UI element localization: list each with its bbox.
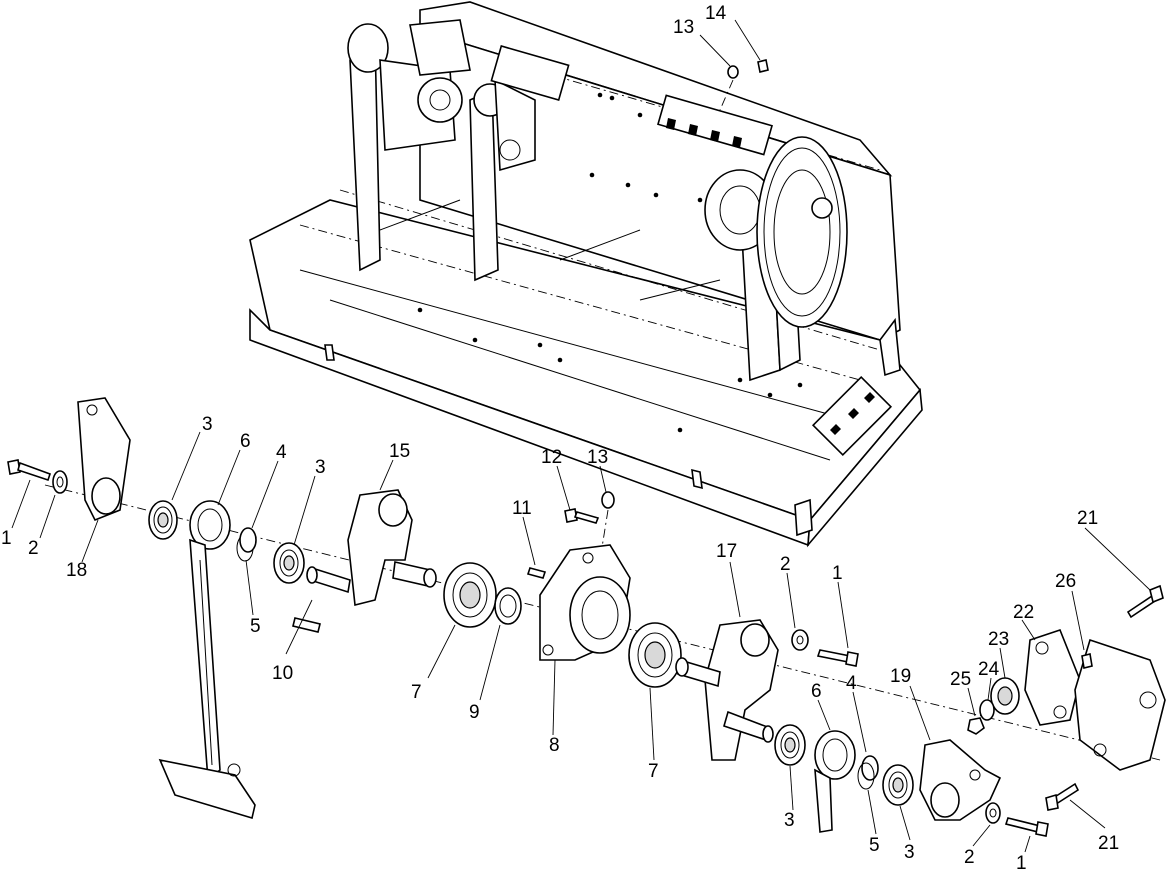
callout-6-arm: 6	[240, 431, 251, 452]
seal-part-4	[239, 527, 257, 553]
bolt-part-21	[1126, 584, 1164, 619]
callout-7-bearing: 7	[411, 682, 422, 703]
callout-2-left-washer: 2	[28, 538, 39, 559]
callout-6-arm-b: 6	[811, 681, 822, 702]
frame-assembly	[249, 1, 923, 548]
callout-10-key: 10	[272, 663, 293, 684]
pin-part-26	[1081, 653, 1093, 669]
callout-12-bolt: 12	[541, 447, 562, 468]
seal-part-4b	[861, 755, 879, 781]
spacer-part-9	[494, 587, 522, 625]
callout-8-housing: 8	[549, 735, 560, 756]
cover-part-21	[1074, 638, 1166, 771]
ring-part-5b	[857, 762, 875, 790]
callout-4-seal: 4	[276, 442, 287, 463]
damper-part-23	[990, 677, 1020, 715]
arm-part-6	[158, 500, 256, 820]
callout-18-bracket: 18	[66, 560, 87, 581]
warning-decal-strip	[657, 94, 773, 156]
callout-21-bolt-b: 21	[1098, 833, 1119, 854]
callout-25-nut: 25	[950, 669, 971, 690]
callout-1-left-bolt: 1	[1, 528, 12, 549]
callout-19-bracket: 19	[890, 666, 911, 687]
bolt-part-14	[757, 59, 769, 73]
callout-3-bearing-d: 3	[904, 842, 915, 863]
bearing-part-3c	[774, 724, 806, 766]
callout-17-crank: 17	[716, 541, 737, 562]
bearing-part-3b	[273, 542, 305, 584]
callout-26-pin: 26	[1055, 571, 1076, 592]
bearing-part-3	[148, 500, 178, 540]
callout-3-bearing-c: 3	[784, 810, 795, 831]
crank-arm-part-17	[675, 619, 779, 761]
arm-part-6b	[814, 730, 856, 833]
washer-part-13	[601, 491, 615, 509]
bolt-part-1c	[1004, 817, 1049, 837]
callout-4-seal-b: 4	[846, 673, 857, 694]
front-warning-decal	[811, 375, 893, 457]
bracket-part-18	[77, 397, 131, 522]
callout-7-bearing-b: 7	[648, 761, 659, 782]
callout-2-washer-b: 2	[780, 554, 791, 575]
callout-5-ring: 5	[250, 616, 261, 637]
callout-11-pin: 11	[512, 498, 532, 519]
callout-5-ring-b: 5	[869, 835, 880, 856]
bolt-part-1b	[816, 649, 859, 667]
washer-part-24	[979, 699, 995, 721]
bracket-part-19	[919, 739, 1002, 821]
callout-2-washer-c: 2	[964, 847, 975, 868]
bolt-part-1	[7, 459, 52, 482]
washer-part-13b	[727, 65, 739, 79]
leader-lines	[11, 19, 1151, 853]
callout-3-bearing-b: 3	[315, 457, 326, 478]
callout-3-bearing: 3	[202, 414, 213, 435]
washer-part-2b	[791, 629, 809, 651]
callout-9-spacer: 9	[469, 702, 480, 723]
callout-labels: 1 2 18 3 6 4 5 3 15 10 7 9 12 13 11 8 7 …	[1, 3, 1119, 874]
callout-1-bolt-b: 1	[832, 563, 843, 584]
crank-arm-part-15	[306, 489, 437, 606]
washer-part-2	[52, 470, 68, 494]
pin-part-11	[526, 567, 547, 579]
plate-part-22	[1024, 629, 1081, 726]
callout-15-crank: 15	[389, 441, 410, 462]
callout-21-bolt: 21	[1077, 508, 1098, 529]
bearing-part-3d	[882, 764, 914, 806]
bearing-housing-part-8	[539, 544, 631, 661]
bearing-part-7b	[628, 622, 682, 688]
callout-24-washer: 24	[978, 659, 1000, 680]
washer-part-2c	[985, 802, 1001, 824]
bearing-part-7	[443, 562, 497, 628]
exploded-parts	[7, 59, 1166, 837]
callout-14-bolt-top: 14	[705, 3, 727, 24]
key-part-10	[292, 617, 321, 633]
nut-part-25	[967, 717, 985, 735]
bolt-part-21b	[1045, 782, 1080, 811]
bolt-part-12	[564, 508, 600, 524]
callout-13-washer-top: 13	[673, 17, 694, 38]
callout-23-damper: 23	[988, 629, 1009, 650]
callout-13-washer: 13	[587, 447, 608, 468]
callout-1-bolt-c: 1	[1016, 853, 1027, 874]
frame-holes	[417, 92, 803, 433]
callout-22-plate: 22	[1013, 602, 1034, 623]
